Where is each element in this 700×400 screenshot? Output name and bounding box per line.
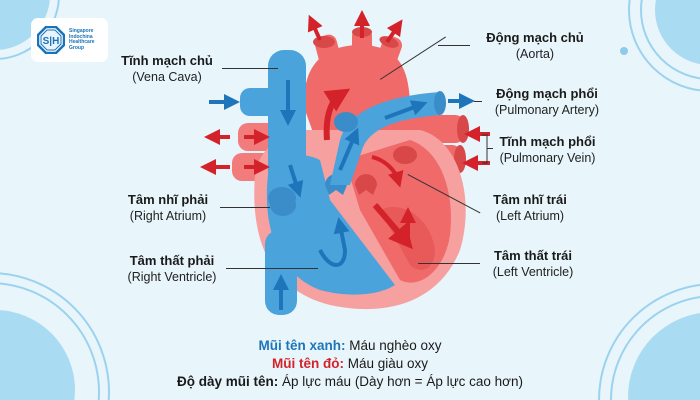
legend-blue-value: Máu nghèo oxy (345, 338, 442, 353)
legend-blue: Mũi tên xanh: Máu nghèo oxy (0, 337, 700, 355)
logo-wordmark: Singapore Indochina Healthcare Group (69, 28, 95, 51)
label-right-ventricle-en: (Right Ventricle) (127, 270, 217, 284)
label-aorta-en: (Aorta) (515, 47, 555, 61)
label-aorta-vi: Động mạch chủ (486, 30, 584, 45)
legend-red: Mũi tên đỏ: Máu giàu oxy (0, 355, 700, 373)
label-left-ventricle: Tâm thất trái (Left Ventricle) (478, 248, 588, 280)
legend-thickness-key: Độ dày mũi tên: (176, 374, 279, 389)
leader-left-ventricle (418, 263, 480, 264)
label-left-ventricle-en: (Left Ventricle) (492, 265, 574, 279)
logo-line-2: Indochina (69, 33, 93, 40)
pulmonary-vein-bracket (482, 134, 488, 164)
decor-dot (620, 47, 628, 55)
sih-octagon-logo-icon: S|H (37, 26, 65, 54)
svg-text:S|H: S|H (43, 36, 60, 47)
label-vena-cava: Tĩnh mạch chủ (Vena Cava) (112, 53, 222, 85)
label-pulmonary-vein: Tĩnh mạch phổi (Pulmonary Vein) (490, 134, 605, 166)
label-pulmonary-vein-en: (Pulmonary Vein) (499, 151, 596, 165)
legend-thickness-value: Áp lực máu (Dày hơn = Áp lực cao hơn) (278, 374, 524, 389)
logo-line-4: Group (69, 44, 84, 51)
logo-line-1: Singapore (69, 28, 94, 34)
logo-line-3: Healthcare (69, 39, 95, 45)
leader-pulmonary-vein (487, 148, 493, 149)
leader-pulmonary-artery (474, 101, 482, 102)
logo-card: S|H Singapore Indochina Healthcare Group (31, 18, 108, 62)
label-left-atrium-vi: Tâm nhĩ trái (493, 192, 567, 207)
label-aorta: Động mạch chủ (Aorta) (470, 30, 600, 62)
oxygenated-blood-arrows (200, 10, 490, 250)
label-left-atrium-en: (Left Atrium) (495, 209, 565, 223)
legend-red-value: Máu giàu oxy (343, 356, 429, 371)
label-pulmonary-artery-en: (Pulmonary Artery) (494, 103, 600, 117)
leader-right-atrium (220, 207, 270, 208)
label-left-ventricle-vi: Tâm thất trái (493, 248, 572, 263)
legend-thickness: Độ dày mũi tên: Áp lực máu (Dày hơn = Áp… (0, 373, 700, 391)
label-vena-cava-en: (Vena Cava) (132, 70, 202, 84)
label-pulmonary-artery-vi: Động mạch phổi (496, 86, 598, 101)
label-right-atrium: Tâm nhĩ phải (Right Atrium) (118, 192, 218, 224)
label-left-atrium: Tâm nhĩ trái (Left Atrium) (480, 192, 580, 224)
label-right-atrium-en: (Right Atrium) (129, 209, 207, 223)
deoxygenated-blood-arrows (209, 80, 475, 310)
legend-red-key: Mũi tên đỏ: (271, 356, 344, 371)
leader-right-ventricle (226, 268, 318, 269)
label-pulmonary-vein-vi: Tĩnh mạch phổi (499, 134, 596, 149)
label-right-ventricle-vi: Tâm thất phải (129, 253, 215, 268)
label-pulmonary-artery: Động mạch phổi (Pulmonary Artery) (482, 86, 612, 118)
label-right-atrium-vi: Tâm nhĩ phải (127, 192, 209, 207)
leader-aorta-h (438, 45, 470, 46)
legend-blue-key: Mũi tên xanh: (258, 338, 346, 353)
leader-vena-cava (222, 68, 278, 69)
label-right-ventricle: Tâm thất phải (Right Ventricle) (117, 253, 227, 285)
label-vena-cava-vi: Tĩnh mạch chủ (121, 53, 213, 68)
